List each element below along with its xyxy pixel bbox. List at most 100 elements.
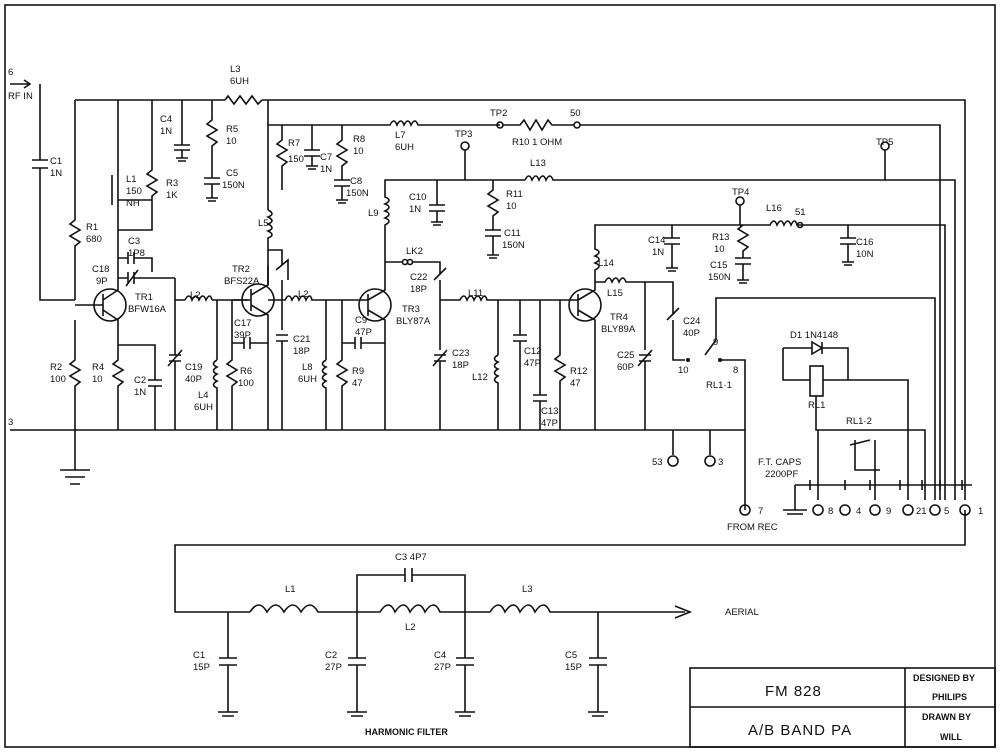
port-3-bottom: 3 [718, 457, 723, 468]
c18-value: 9P [96, 276, 108, 287]
c8-value: 150N [346, 188, 369, 199]
c5-value: 150N [222, 180, 245, 191]
filter-c5-label: C5 [565, 650, 577, 661]
port-21: 21 [916, 506, 927, 517]
r6-label: R6 [240, 366, 252, 377]
l15-label: L15 [607, 288, 623, 299]
l1-label: L1 [126, 174, 137, 185]
l9-label: L9 [368, 208, 379, 219]
c10-value: 1N [409, 204, 421, 215]
c2-label: C2 [134, 375, 146, 386]
l8-value: 6UH [298, 374, 317, 385]
port-8: 8 [828, 506, 833, 517]
r7-label: R7 [288, 138, 300, 149]
rl1-label: RL1 [808, 400, 825, 411]
c3-value: 1P8 [128, 248, 145, 259]
r6-value: 100 [238, 378, 254, 389]
filter-c4-value: 27P [434, 662, 451, 673]
port-4: 4 [856, 506, 861, 517]
c16-value: 10N [856, 249, 874, 260]
r11-label: R11 [506, 189, 523, 200]
l7-label: L7 [395, 130, 406, 141]
c14-label: C14 [648, 235, 665, 246]
r9-label: R9 [352, 366, 364, 377]
ft-caps-value: 2200PF [765, 469, 798, 480]
port-3-left: 3 [8, 417, 13, 428]
sheet-border [4, 4, 996, 748]
c21-label: C21 [293, 334, 310, 345]
c4-value: 1N [160, 126, 172, 137]
designed-by-value: PHILIPS [932, 692, 967, 702]
c1-value: 1N [50, 168, 62, 179]
filter-c1-value: 15P [193, 662, 210, 673]
harmonic-filter-caption: HARMONIC FILTER [365, 727, 448, 737]
c5-label: C5 [226, 168, 238, 179]
l8-label: L8 [302, 362, 313, 373]
l5-label: L5 [258, 218, 269, 229]
r2-label: R2 [50, 362, 62, 373]
wiring [10, 79, 972, 613]
r8-value: 10 [353, 146, 364, 157]
c24-value: 40P [683, 328, 700, 339]
r9-value: 47 [352, 378, 363, 389]
labels: 6 RF IN C1 1N R1 680 R2 100 L3 6UH C4 1N… [8, 64, 983, 742]
c8-label: C8 [350, 176, 362, 187]
rl11-pin10: 10 [678, 365, 689, 376]
l13-label: L13 [530, 158, 546, 169]
tr4-label: TR4 [610, 312, 628, 323]
c17-value: 39P [234, 330, 251, 341]
filter-c3-label: C3 4P7 [395, 552, 427, 563]
l12-label: L12 [472, 372, 488, 383]
c11-label: C11 [504, 228, 521, 239]
c13-value: 47P [541, 418, 558, 429]
filter-l3-label: L3 [522, 584, 533, 595]
r1-value: 680 [86, 234, 102, 245]
c10-label: C10 [409, 192, 426, 203]
c18-label: C18 [92, 264, 109, 275]
l3-value: 6UH [230, 76, 249, 87]
c19-value: 40P [185, 374, 202, 385]
tp5-label: TP5 [876, 137, 893, 148]
port-5: 5 [944, 506, 949, 517]
r12-value: 47 [570, 378, 581, 389]
aerial-label: AERIAL [725, 607, 759, 618]
r11-value: 10 [506, 201, 517, 212]
c25-value: 60P [617, 362, 634, 373]
tp4-label: TP4 [732, 187, 749, 198]
c15-value: 150N [708, 272, 731, 283]
filter-l1-label: L1 [285, 584, 296, 595]
c2-value: 1N [134, 387, 146, 398]
c3-label: C3 [128, 236, 140, 247]
c7-label: C7 [320, 152, 332, 163]
l1-unit: NH [126, 198, 140, 209]
c12-value: 47P [524, 358, 541, 369]
c17-label: C17 [234, 318, 251, 329]
port-1: 1 [978, 506, 983, 517]
r3-label: R3 [166, 178, 178, 189]
port-6: 6 [8, 67, 13, 78]
r5-label: R5 [226, 124, 238, 135]
tr2-label: TR2 [232, 264, 250, 275]
r10-label: R10 1 OHM [512, 137, 562, 148]
tr2-type: BFS22A [224, 276, 260, 287]
tp2-label: TP2 [490, 108, 507, 119]
tr3-label: TR3 [402, 304, 420, 315]
c11-value: 150N [502, 240, 525, 251]
filter-l2-label: L2 [405, 622, 416, 633]
lk2-label: LK2 [406, 246, 423, 257]
filter-c4-label: C4 [434, 650, 446, 661]
rl11-label: RL1·1 [706, 380, 732, 391]
rl11-pin9: 9 [713, 337, 718, 348]
harmonic-filter [218, 568, 693, 717]
port-51: 51 [795, 207, 806, 218]
filter-c5-value: 15P [565, 662, 582, 673]
rl11-pin8: 8 [733, 365, 738, 376]
tr4-type: BLY89A [601, 324, 636, 335]
port-7: 7 [758, 506, 763, 517]
drawing-subtitle: A/B BAND PA [748, 722, 852, 739]
r1-label: R1 [86, 222, 98, 233]
l11-label: L11 [468, 288, 483, 299]
c14-value: 1N [652, 247, 664, 258]
drawn-by-label: DRAWN BY [922, 712, 971, 722]
